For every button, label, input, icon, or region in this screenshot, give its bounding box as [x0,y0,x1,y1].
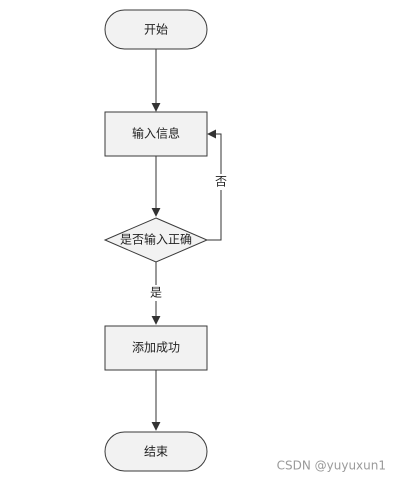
node-add-success-label: 添加成功 [132,341,180,355]
node-end-label: 结束 [144,445,168,459]
node-add-success: 添加成功 [104,325,208,371]
edge-label-yes-background [148,285,164,301]
edge-label-no-background [213,174,229,190]
node-decision-label: 是否输入正确 [120,232,192,247]
node-start: 开始 [104,9,208,50]
edge-label-no: 否 [215,175,227,189]
node-decision-input-correct: 是否输入正确 [103,217,209,263]
node-input-info: 输入信息 [104,111,208,157]
watermark-text: CSDN @yuyuxun1 [277,459,386,473]
node-end: 结束 [104,431,208,472]
edge-label-yes: 是 [150,286,162,300]
node-start-label: 开始 [144,23,168,37]
node-input-info-label: 输入信息 [132,126,180,141]
